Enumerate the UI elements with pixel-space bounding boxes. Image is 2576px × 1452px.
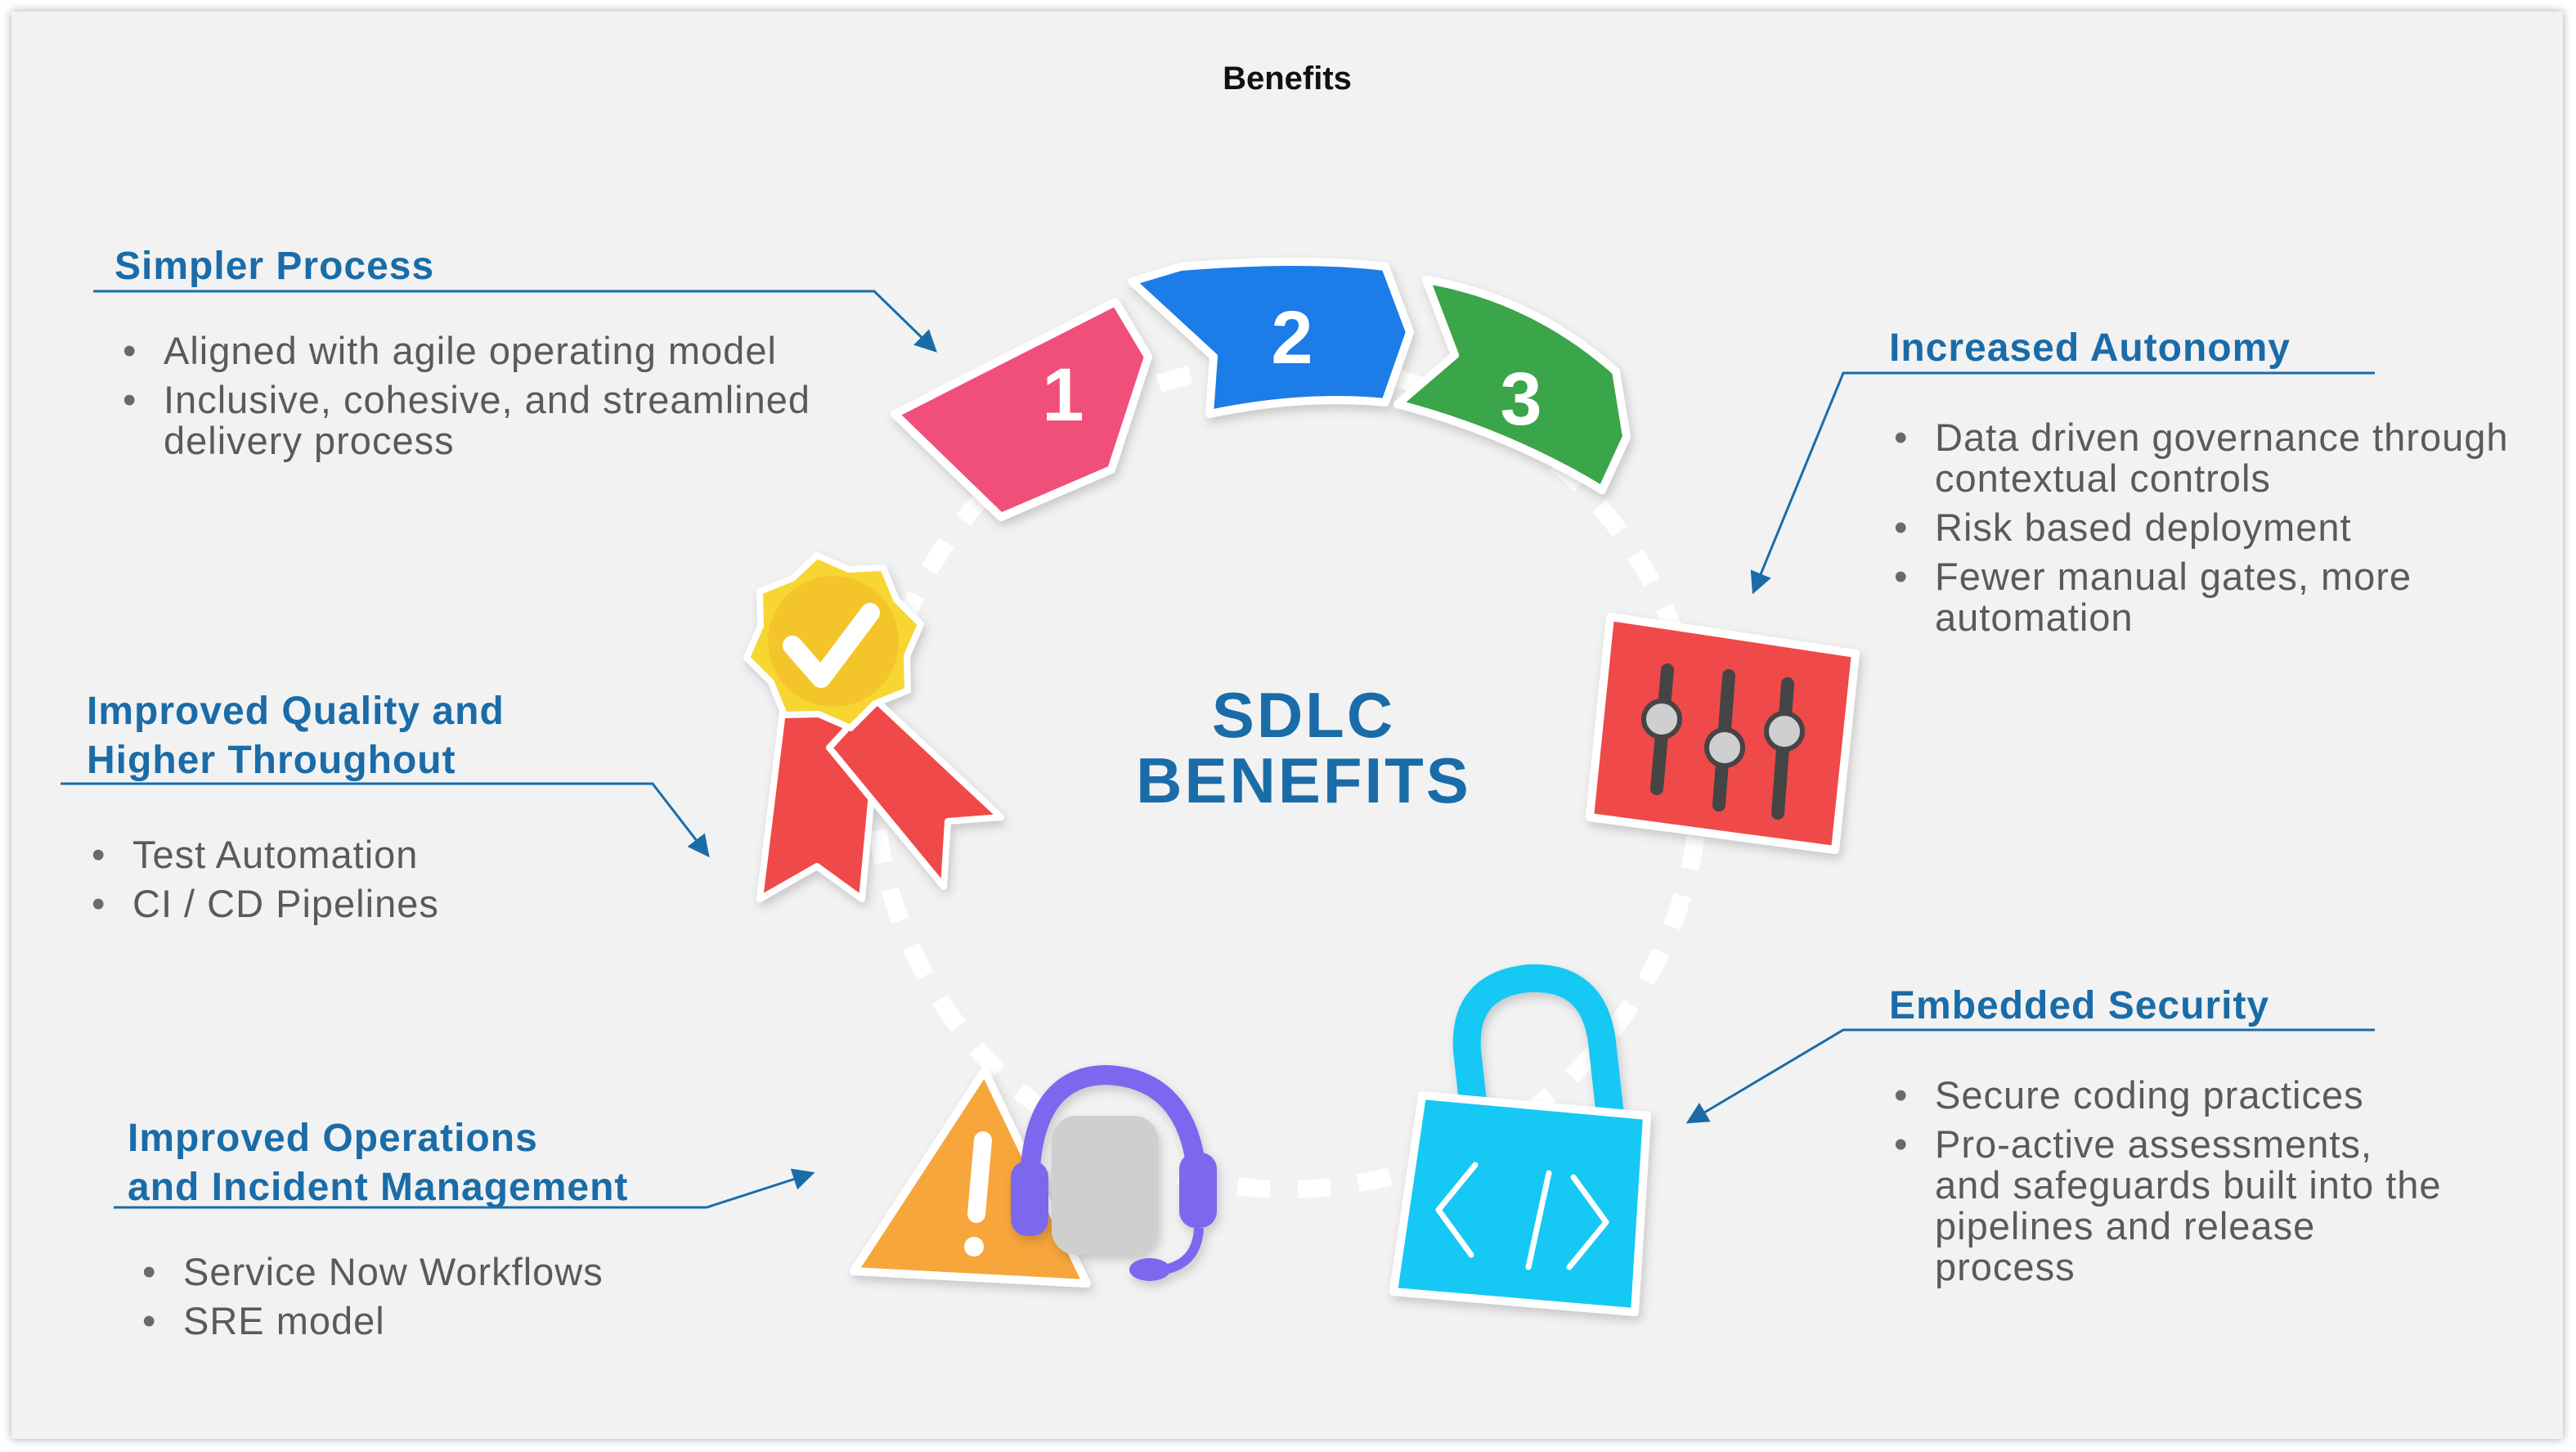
step-2-number: 2 [1271,296,1313,380]
simpler-process-heading: Simpler Process [114,245,435,288]
improved-operations-bullet: SRE model [142,1301,797,1342]
center-title: SDLC BENEFITS [1058,682,1549,813]
increased-autonomy-bullet: Risk based deployment [1894,507,2532,549]
sliders-icon [1586,613,1860,854]
embedded-security-heading: Embedded Security [1889,984,2270,1027]
center-title-line-2: BENEFITS [1136,744,1471,816]
improved-quality-heading: Improved Quality and Higher Throughout [87,687,505,785]
improved-operations-heading-line-1: Improved Operations [128,1117,538,1160]
simpler-process-bullet: Aligned with agile operating model [123,330,908,372]
improved-quality-heading-line-1: Improved Quality and [87,690,505,733]
improved-quality-bullet: Test Automation [92,834,664,876]
simpler-process-bullets: Aligned with agile operating model Inclu… [123,330,908,470]
improved-quality-bullet: CI / CD Pipelines [92,883,664,925]
simpler-process-bullet: Inclusive, cohesive, and streamlined del… [123,380,908,461]
increased-autonomy-heading: Increased Autonomy [1889,326,2291,370]
sdlc-diagram-art: 1 2 3 [61,258,2375,1316]
ribbon-badge-icon [743,552,1004,902]
connector-improved-operations [114,1168,815,1209]
lock-code-icon [1389,964,1651,1316]
connector-improved-quality [61,782,710,858]
embedded-security-bullets: Secure coding practices Pro-active asses… [1894,1075,2450,1296]
increased-autonomy-bullet: Fewer manual gates, more automation [1894,556,2532,638]
step-1-number: 1 [1042,353,1084,437]
increased-autonomy-bullets: Data driven governance through contextua… [1894,417,2532,646]
step-3-number: 3 [1500,357,1542,441]
embedded-security-bullet: Pro-active assessments, and safeguards b… [1894,1124,2450,1288]
headset-icon [1011,1064,1217,1281]
improved-quality-bullets: Test Automation CI / CD Pipelines [92,834,664,933]
infographic-frame: Benefits [11,11,2563,1439]
improved-operations-bullets: Service Now Workflows SRE model [142,1252,797,1350]
center-title-line-1: SDLC [1211,679,1396,751]
connector-lines [61,290,2375,1209]
step-2-arrow [1128,258,1414,418]
improved-operations-heading-line-2: and Incident Management [128,1166,629,1209]
improved-quality-heading-line-2: Higher Throughout [87,739,456,782]
embedded-security-bullet: Secure coding practices [1894,1075,2450,1117]
improved-operations-heading: Improved Operations and Incident Managem… [128,1114,628,1212]
page-title: Benefits [1223,61,1352,97]
connector-embedded-security [1685,1028,2375,1124]
step-1-arrow [891,298,1152,521]
connector-increased-autonomy [1750,371,2375,595]
step-3-arrow [1393,276,1631,494]
improved-operations-bullet: Service Now Workflows [142,1252,797,1293]
increased-autonomy-bullet: Data driven governance through contextua… [1894,417,2532,499]
connector-simpler-process [93,290,937,353]
